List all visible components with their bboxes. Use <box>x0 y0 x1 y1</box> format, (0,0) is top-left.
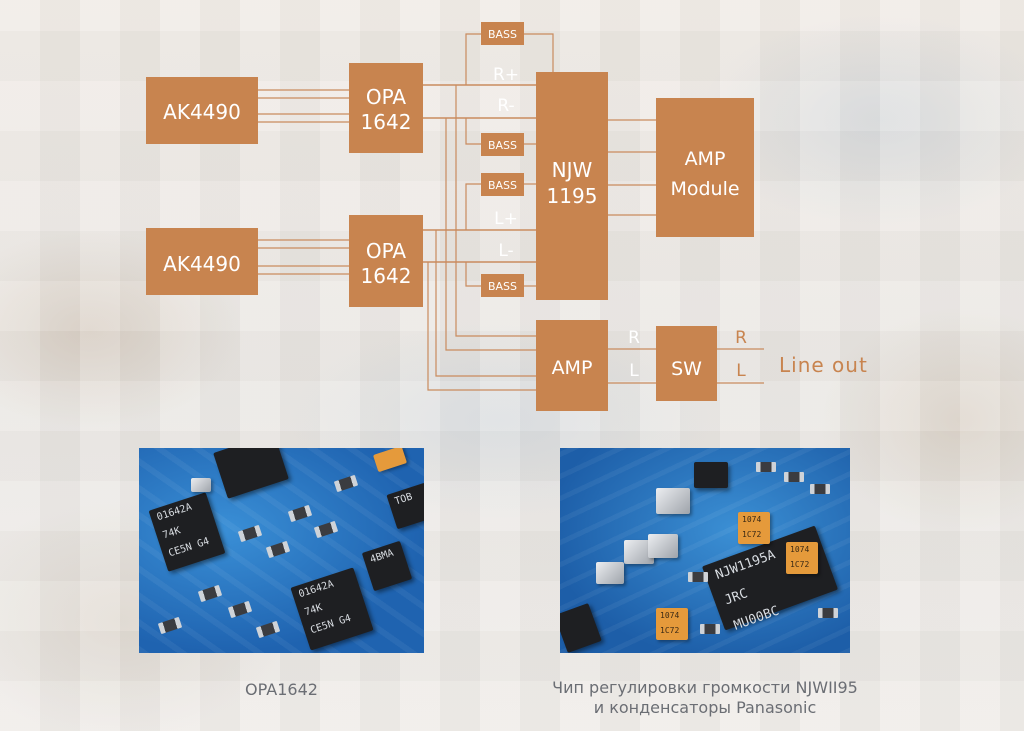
panasonic-capacitor: 1074 1C72 <box>786 542 818 574</box>
component <box>648 534 678 558</box>
resistor <box>227 600 253 619</box>
caption-line: и конденсаторы Panasonic <box>593 698 817 717</box>
chip-label-line1: NJW <box>552 158 593 182</box>
signal-l-minus: L- <box>498 241 513 261</box>
amp-module-block: AMP Module <box>656 98 754 237</box>
resistor <box>265 540 291 559</box>
signal-out-l: L <box>736 361 746 381</box>
bass-label: BASS <box>488 179 517 192</box>
switch-block: SW <box>656 326 717 401</box>
resistor <box>313 520 339 539</box>
component <box>596 562 624 584</box>
resistor <box>818 608 838 618</box>
resistor <box>756 462 776 472</box>
resistor <box>810 484 830 494</box>
bass-label: BASS <box>488 280 517 293</box>
chip-4bma: 4BMA <box>361 540 413 592</box>
bass-block-2: BASS <box>481 133 524 156</box>
signal-r-plus: R+ <box>493 65 519 85</box>
chip-label: AK4490 <box>163 252 241 276</box>
bass-label: BASS <box>488 28 517 41</box>
signal-l-plus: L+ <box>494 209 518 229</box>
line-out-label: Line out <box>779 353 868 377</box>
njw1195-board-photo: NJW1195A JRC MU00BC 1074 1C72 1074 1C72 … <box>560 448 850 653</box>
bass-block-4: BASS <box>481 274 524 297</box>
opa1642-chip: 01642A 74K CE5N G4 <box>290 567 374 651</box>
caption-line: Чип регулировки громкости NJWII95 <box>552 678 858 697</box>
chip-label-line1: AMP <box>685 148 726 170</box>
resistor <box>784 472 804 482</box>
resistor <box>255 620 281 639</box>
photo-caption-opa1642: OPA1642 <box>245 680 318 699</box>
chip <box>213 448 289 499</box>
chip-njw1195: NJW 1195 <box>536 72 608 300</box>
photo-caption-njw1195: Чип регулировки громкости NJWII95 и конд… <box>490 678 920 718</box>
chip-ak4490-bottom: AK4490 <box>146 228 258 295</box>
signal-out-r: R <box>735 328 747 348</box>
cap-marking: 1C72 <box>660 626 680 635</box>
bass-label: BASS <box>488 139 517 152</box>
chip-label-line2: 1195 <box>547 184 598 208</box>
chip-label-line2: 1642 <box>361 264 412 288</box>
chip-label-line2: 1642 <box>361 110 412 134</box>
panasonic-capacitor: 1074 1C72 <box>656 608 688 640</box>
chip-ak4490-top: AK4490 <box>146 77 258 144</box>
amp-block: AMP <box>536 320 608 411</box>
bass-block-1: BASS <box>481 22 524 45</box>
chip <box>694 462 728 488</box>
chip-label-line1: OPA <box>366 239 407 263</box>
chip-marking: 4BMA <box>368 547 396 566</box>
chip <box>560 603 602 653</box>
cap-marking: 1074 <box>790 545 810 554</box>
signal-amp-r: R <box>628 328 640 348</box>
resistor <box>333 474 359 493</box>
chip-label-line1: OPA <box>366 85 407 109</box>
chip-label: AK4490 <box>163 100 241 124</box>
chip-opa1642-bottom: OPA 1642 <box>349 215 423 307</box>
resistor <box>287 504 313 523</box>
component <box>656 488 690 514</box>
chip-label: SW <box>671 358 702 380</box>
resistor <box>197 584 223 603</box>
cap-marking: 1074 <box>742 515 762 524</box>
capacitor <box>372 448 408 473</box>
cap-marking: 1074 <box>660 611 680 620</box>
opa1642-chip: 01642A 74K CE5N G4 <box>148 492 226 572</box>
signal-r-minus: R- <box>497 96 514 116</box>
chip-marking: TOB <box>393 491 414 508</box>
resistor <box>237 524 263 543</box>
wires <box>258 33 764 391</box>
chip-label-line2: Module <box>670 178 739 200</box>
opa1642-board-photo: 01642A 74K CE5N G4 01642A 74K CE5N G4 4B… <box>139 448 424 653</box>
chip-opa1642-top: OPA 1642 <box>349 63 423 153</box>
signal-amp-l: L <box>629 361 639 381</box>
cap-marking: 1C72 <box>742 530 762 539</box>
signal-labels: R+ R- L+ L- <box>493 65 519 261</box>
block-diagram: AK4490 AK4490 OPA 1642 OPA 1642 BASS BAS… <box>146 22 868 411</box>
resistor <box>700 624 720 634</box>
panasonic-capacitor: 1074 1C72 <box>738 512 770 544</box>
bass-block-3: BASS <box>481 173 524 196</box>
cap-marking: 1C72 <box>790 560 810 569</box>
component <box>191 478 211 492</box>
resistor <box>157 616 183 635</box>
chip-label: AMP <box>552 357 593 379</box>
chip-tob: TOB <box>386 482 424 530</box>
resistor <box>688 572 708 582</box>
